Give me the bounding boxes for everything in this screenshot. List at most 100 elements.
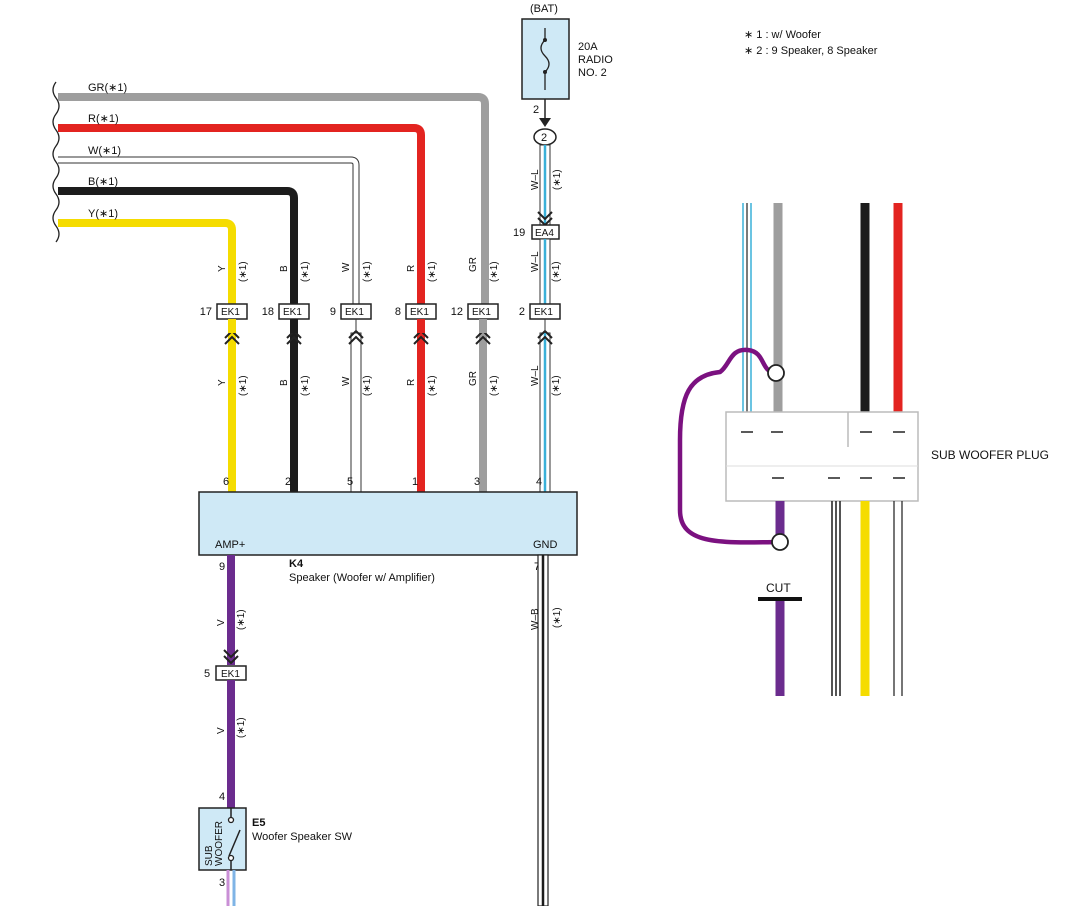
incoming-wire-w — [58, 156, 360, 305]
column-0-note-1: (∗1) — [238, 375, 249, 396]
legend-note-2: ∗ 2 : 9 Speaker, 8 Speaker — [744, 45, 878, 57]
fuse-rating: 20A — [578, 41, 598, 53]
wire-w-l-mid — [539, 238, 551, 306]
switch-text-1: SUB — [204, 845, 215, 866]
ek1-lower-label: EK1 — [221, 669, 240, 680]
amp-wire-code-bottom: V — [216, 727, 227, 734]
switch-icon — [227, 808, 241, 870]
ea4-pin: 19 — [513, 227, 525, 239]
amp-pin: 9 — [219, 561, 225, 573]
column-4-connector-label: EK1 — [472, 307, 491, 318]
fuse-name-2: NO. 2 — [578, 67, 607, 79]
column-0-amp-pin: 6 — [223, 476, 229, 488]
column-5-code-0: W–L — [530, 251, 541, 272]
column-0-note-0: (∗1) — [238, 261, 249, 282]
column-5-code-1: W–L — [530, 365, 541, 386]
amp-wire-note-bottom: (∗1) — [236, 717, 247, 738]
column-4-amp-pin: 3 — [474, 476, 480, 488]
column-1-connector-label: EK1 — [283, 307, 302, 318]
column-1-amp-pin: 2 — [285, 476, 291, 488]
incoming-label-y: Y(∗1) — [88, 208, 118, 220]
gnd-label: GND — [533, 539, 558, 551]
plug-body — [725, 411, 919, 502]
fuse-supply-label: (BAT) — [530, 3, 558, 15]
column-1-code-0: B — [279, 265, 290, 272]
switch-text-2: WOOFER — [214, 821, 225, 866]
column-5-connector-pin: 2 — [519, 306, 525, 318]
column-1-connector-pin: 18 — [262, 306, 274, 318]
column-3-note-0: (∗1) — [427, 261, 438, 282]
column-3-amp-pin: 1 — [412, 476, 418, 488]
amp-wire-code-top: V — [216, 619, 227, 626]
incoming-wire-y — [58, 219, 236, 305]
legend-note-1: ∗ 1 : w/ Woofer — [744, 29, 821, 41]
wl-note-top: (∗1) — [552, 169, 563, 190]
incoming-label-b: B(∗1) — [88, 176, 118, 188]
column-0-code-1: Y — [217, 379, 228, 386]
gnd-pin: 7 — [534, 561, 540, 573]
cut-label: CUT — [766, 581, 791, 595]
column-2-connector-label: EK1 — [345, 307, 364, 318]
column-3-note-1: (∗1) — [427, 375, 438, 396]
ea4-connector-label: EA4 — [535, 228, 554, 239]
incoming-label-gr: GR(∗1) — [88, 82, 127, 94]
column-4-code-1: GR — [468, 371, 479, 386]
incoming-label-r: R(∗1) — [88, 113, 119, 125]
column-0-connector-label: EK1 — [221, 307, 240, 318]
column-1-code-1: B — [279, 379, 290, 386]
ek1-lower-pin: 5 — [204, 668, 210, 680]
column-0-connector-pin: 17 — [200, 306, 212, 318]
column-4-note-1: (∗1) — [489, 375, 500, 396]
sub-woofer-plug-label: SUB WOOFER PLUG — [931, 448, 1049, 462]
switch-output-wire — [226, 870, 236, 906]
column-3-connector-pin: 8 — [395, 306, 401, 318]
column-1-note-1: (∗1) — [300, 375, 311, 396]
amplifier-box — [198, 491, 578, 556]
switch-box — [198, 807, 247, 871]
wl-code-top: W–L — [530, 169, 541, 190]
wire-w-l-upper — [539, 144, 551, 226]
column-4-connector-pin: 12 — [451, 306, 463, 318]
splice-number: 2 — [541, 132, 547, 144]
fuse-pin: 2 — [533, 104, 539, 116]
ea4-chevron-icon — [537, 211, 553, 221]
bypass-splice-bottom — [771, 533, 789, 551]
column-4-note-0: (∗1) — [489, 261, 500, 282]
gnd-wire-note: (∗1) — [552, 607, 563, 628]
column-4-code-0: GR — [468, 257, 479, 272]
amp-plus-label: AMP+ — [215, 539, 245, 551]
column-2-note-0: (∗1) — [362, 261, 373, 282]
bypass-loop-wire — [677, 347, 781, 545]
switch-name: Woofer Speaker SW — [252, 831, 353, 843]
column-2-note-1: (∗1) — [362, 375, 373, 396]
amp-wire-note-top: (∗1) — [236, 609, 247, 630]
incoming-label-w: W(∗1) — [88, 145, 121, 157]
fuse-name-1: RADIO — [578, 54, 613, 66]
amplifier-name: Speaker (Woofer w/ Amplifier) — [289, 572, 435, 584]
switch-pin-top: 4 — [219, 791, 225, 803]
switch-id: E5 — [252, 817, 265, 829]
column-2-code-1: W — [341, 376, 352, 386]
gnd-wire-code: W–B — [530, 608, 541, 630]
amplifier-id: K4 — [289, 558, 304, 570]
wire-break-symbol — [52, 81, 60, 243]
sub-woofer-plug-illustration — [677, 203, 919, 696]
gnd-wire — [537, 554, 549, 906]
column-5-note-0: (∗1) — [551, 261, 562, 282]
column-3-code-0: R — [406, 265, 417, 272]
switch-pin-bottom: 3 — [219, 877, 225, 889]
column-5-amp-pin: 4 — [536, 476, 542, 488]
incoming-wire-b — [58, 187, 298, 305]
column-3-connector-label: EK1 — [410, 307, 429, 318]
incoming-wire-gr — [58, 93, 489, 305]
column-0-code-0: Y — [217, 265, 228, 272]
ek1-lower-chevron-icon — [223, 649, 239, 659]
column-2-connector-pin: 9 — [330, 306, 336, 318]
column-5-note-1: (∗1) — [551, 375, 562, 396]
column-5-connector-label: EK1 — [534, 307, 553, 318]
